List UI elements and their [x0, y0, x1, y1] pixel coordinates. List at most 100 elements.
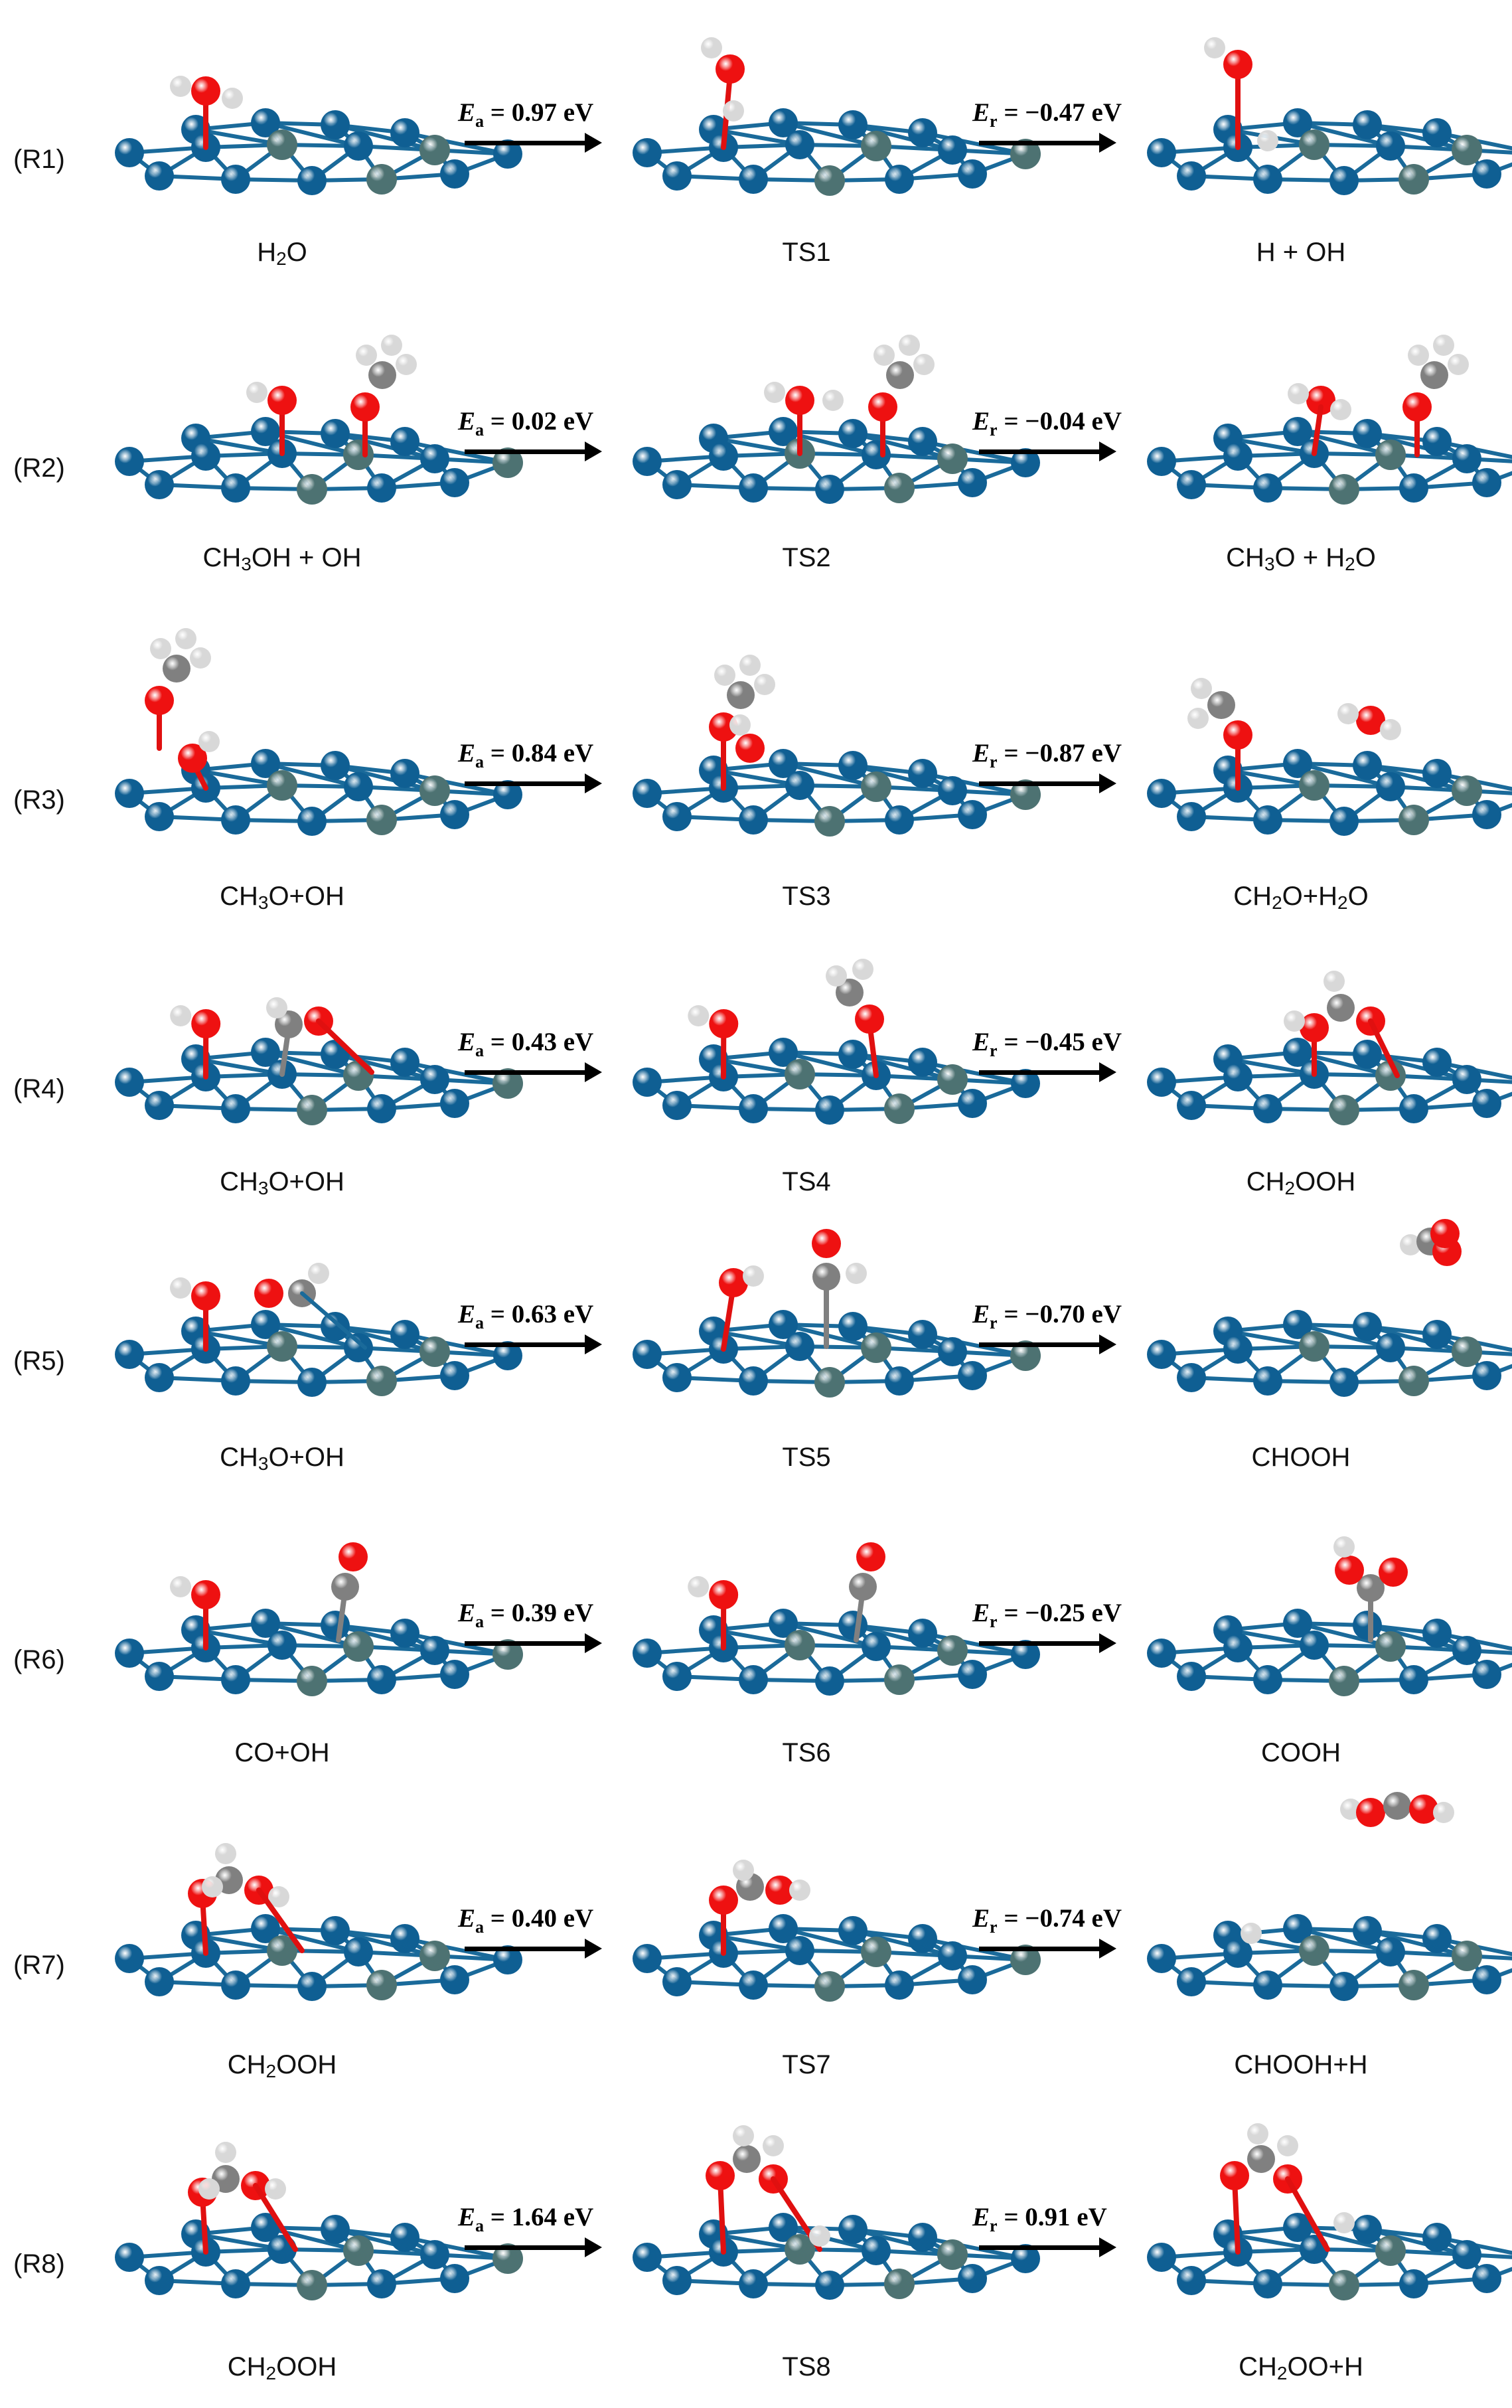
pt-atom	[344, 1333, 373, 1362]
hydrogen-atom	[268, 1886, 289, 1907]
dopant-atom	[1329, 1666, 1359, 1696]
carbon-atom	[812, 1263, 840, 1291]
pt-atom	[1283, 749, 1312, 778]
pt-atom	[739, 1094, 768, 1123]
pt-atom	[115, 138, 144, 167]
pt-atom	[145, 1363, 174, 1392]
pt-atom	[838, 751, 868, 780]
hydrogen-atom	[826, 965, 847, 987]
hydrogen-atom	[688, 1576, 710, 1597]
pt-atom	[221, 1665, 250, 1694]
species-text: H + OH	[1256, 238, 1346, 267]
surface-bond	[333, 763, 437, 793]
surface-bond	[264, 1323, 360, 1350]
pt-atom	[769, 108, 798, 137]
pt-atom	[440, 800, 469, 829]
transition-state-label: TS2	[782, 543, 831, 572]
pt-atom	[838, 2215, 868, 2244]
oxygen-atom	[706, 2161, 735, 2190]
dopant-atom	[1452, 135, 1482, 165]
carbon-atom	[1357, 1574, 1385, 1602]
species-text: CH	[227, 2352, 266, 2381]
energy-subscript: r	[990, 1040, 998, 1060]
pt-atom	[221, 165, 250, 194]
species-text: O	[1355, 543, 1376, 572]
dopant-atom	[814, 1971, 845, 2002]
energy-value: = −0.45 eV	[997, 1028, 1122, 1056]
activation-energy: Ea = 0.63 eV	[458, 1301, 593, 1332]
energy-symbol: E	[972, 1300, 990, 1328]
surface-bond	[1365, 763, 1469, 793]
dopant-atom	[492, 1068, 523, 1099]
pt-atom	[493, 1341, 522, 1370]
pt-atom	[739, 473, 768, 503]
final-state-label: CH2O+H2O	[1233, 883, 1368, 912]
pt-atom	[420, 2240, 449, 2269]
hydrogen-atom	[1191, 678, 1212, 699]
surface-bond	[921, 1060, 1027, 1085]
reaction-arrow	[465, 2237, 602, 2257]
surface-bond	[851, 1623, 954, 1652]
surface-bond	[264, 1927, 360, 1954]
species-text: CH	[227, 2050, 266, 2079]
pt-atom	[958, 1660, 987, 1689]
surface-bond	[403, 1937, 510, 1962]
pt-atom	[1329, 166, 1359, 195]
pt-atom	[815, 1095, 844, 1125]
carbon-atom	[1247, 2145, 1275, 2173]
oxygen-atom	[1409, 1795, 1438, 1824]
pt-atom	[1452, 2240, 1481, 2269]
surface-bond	[1365, 1623, 1469, 1652]
hydrogen-atom	[190, 647, 211, 669]
hydrogen-atom	[266, 997, 287, 1018]
dopant-atom	[366, 1970, 397, 2000]
dopant-atom	[1010, 779, 1041, 810]
pt-atom	[145, 470, 174, 499]
pt-atom	[662, 1363, 692, 1392]
adsorbate-bond	[256, 1887, 305, 1953]
pt-atom	[1472, 800, 1501, 829]
dopant-atom	[1452, 1941, 1482, 1971]
pt-atom	[440, 1361, 469, 1390]
hydrogen-atom	[733, 2125, 754, 2146]
pt-atom	[1353, 1040, 1382, 1069]
surface-bond	[1365, 1324, 1469, 1354]
dopant-atom	[1399, 805, 1429, 835]
oxygen-atom	[1223, 50, 1252, 79]
species-subscript: 2	[1272, 892, 1282, 913]
surface-bond	[712, 127, 802, 147]
pt-atom	[251, 1914, 280, 1943]
species-text: CH	[220, 1167, 258, 1196]
hydrogen-atom	[246, 382, 267, 403]
species-text: H	[257, 238, 277, 267]
pt-atom	[251, 1310, 280, 1339]
pt-atom	[1223, 1939, 1252, 1968]
initial-state-label: CH3OH + OH	[203, 544, 362, 574]
energy-value: = −0.04 eV	[997, 407, 1122, 436]
species-text: OOH	[1295, 1167, 1356, 1196]
pt-atom	[885, 1970, 914, 2000]
oxygen-atom	[1306, 386, 1335, 415]
pt-atom	[769, 1609, 798, 1638]
pt-atom	[958, 800, 987, 829]
pt-atom	[251, 749, 280, 778]
surface-bond	[781, 1927, 878, 1954]
energy-symbol: E	[458, 1904, 476, 1933]
reaction-label: (R5)	[13, 1346, 65, 1376]
pt-atom	[115, 2243, 144, 2272]
transition-state-label: TS8	[782, 2352, 831, 2381]
energy-value: = −0.25 eV	[997, 1599, 1122, 1627]
energy-symbol: E	[458, 1300, 476, 1328]
energy-symbol: E	[458, 407, 476, 436]
pt-atom	[145, 1967, 174, 1996]
hydrogen-atom	[1333, 1536, 1355, 1558]
hydrogen-atom	[1241, 1923, 1262, 1944]
pt-atom	[838, 1916, 868, 1945]
dopant-atom	[884, 1664, 915, 1695]
activation-energy: Ea = 0.39 eV	[458, 1600, 593, 1631]
pt-atom	[367, 1665, 396, 1694]
pt-atom	[221, 473, 250, 503]
energy-symbol: E	[458, 98, 476, 127]
energy-value: = −0.87 eV	[997, 739, 1122, 767]
